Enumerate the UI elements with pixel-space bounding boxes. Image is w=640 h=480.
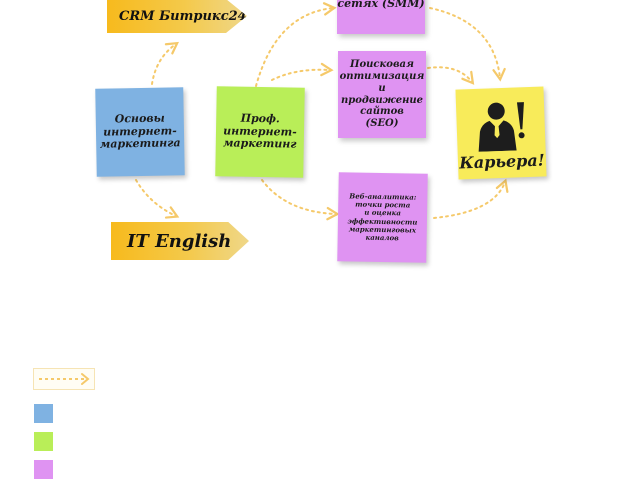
legend-violet-swatch xyxy=(34,460,53,479)
arrow-prof-to-analytics xyxy=(261,179,340,221)
legend-green-swatch xyxy=(34,432,53,451)
seo-note: Поисковая оптимизация и продвижение сайт… xyxy=(338,51,426,138)
crm-bitrix24-label: CRM Битрикс24 xyxy=(119,8,247,24)
arrow-basics-to-english xyxy=(135,179,180,219)
web-analytics-label: Веб-аналитика: точки роста и оценка эффе… xyxy=(347,191,418,243)
arrow-seo-to-career xyxy=(427,66,475,85)
arrow-smm-to-career xyxy=(429,7,506,82)
crm-bitrix24-tag: CRM Битрикс24 xyxy=(107,0,247,33)
basics-internet-marketing-label: Основы интернет- маркетинга xyxy=(99,111,181,152)
seo-label: Поисковая оптимизация и продвижение сайт… xyxy=(339,59,425,130)
professional-internet-marketing-label: Проф. интернет- маркетинг xyxy=(222,111,297,152)
it-english-tag: IT English xyxy=(111,222,249,260)
basics-internet-marketing-note: Основы интернет- маркетинга xyxy=(95,87,185,177)
career-note: Карьера! xyxy=(455,86,547,180)
arrow-prof-to-smm xyxy=(255,2,337,87)
dashed-arrow-icon xyxy=(33,368,95,390)
professional-internet-marketing-note: Проф. интернет- маркетинг xyxy=(215,86,305,178)
businessman-silhouette-with-exclamation-icon xyxy=(478,102,525,152)
web-analytics-note: Веб-аналитика: точки роста и оценка эффе… xyxy=(337,172,428,263)
career-label: Карьера! xyxy=(458,150,546,173)
arrow-basics-to-crm xyxy=(151,41,179,85)
arrow-prof-to-seo xyxy=(271,62,334,81)
smm-note: сетях (SMM) xyxy=(337,0,425,34)
it-english-label: IT English xyxy=(127,230,232,252)
smm-label: сетях (SMM) xyxy=(337,0,425,10)
legend-blue-swatch xyxy=(34,404,53,423)
arrow-analytics-to-career xyxy=(433,178,509,219)
